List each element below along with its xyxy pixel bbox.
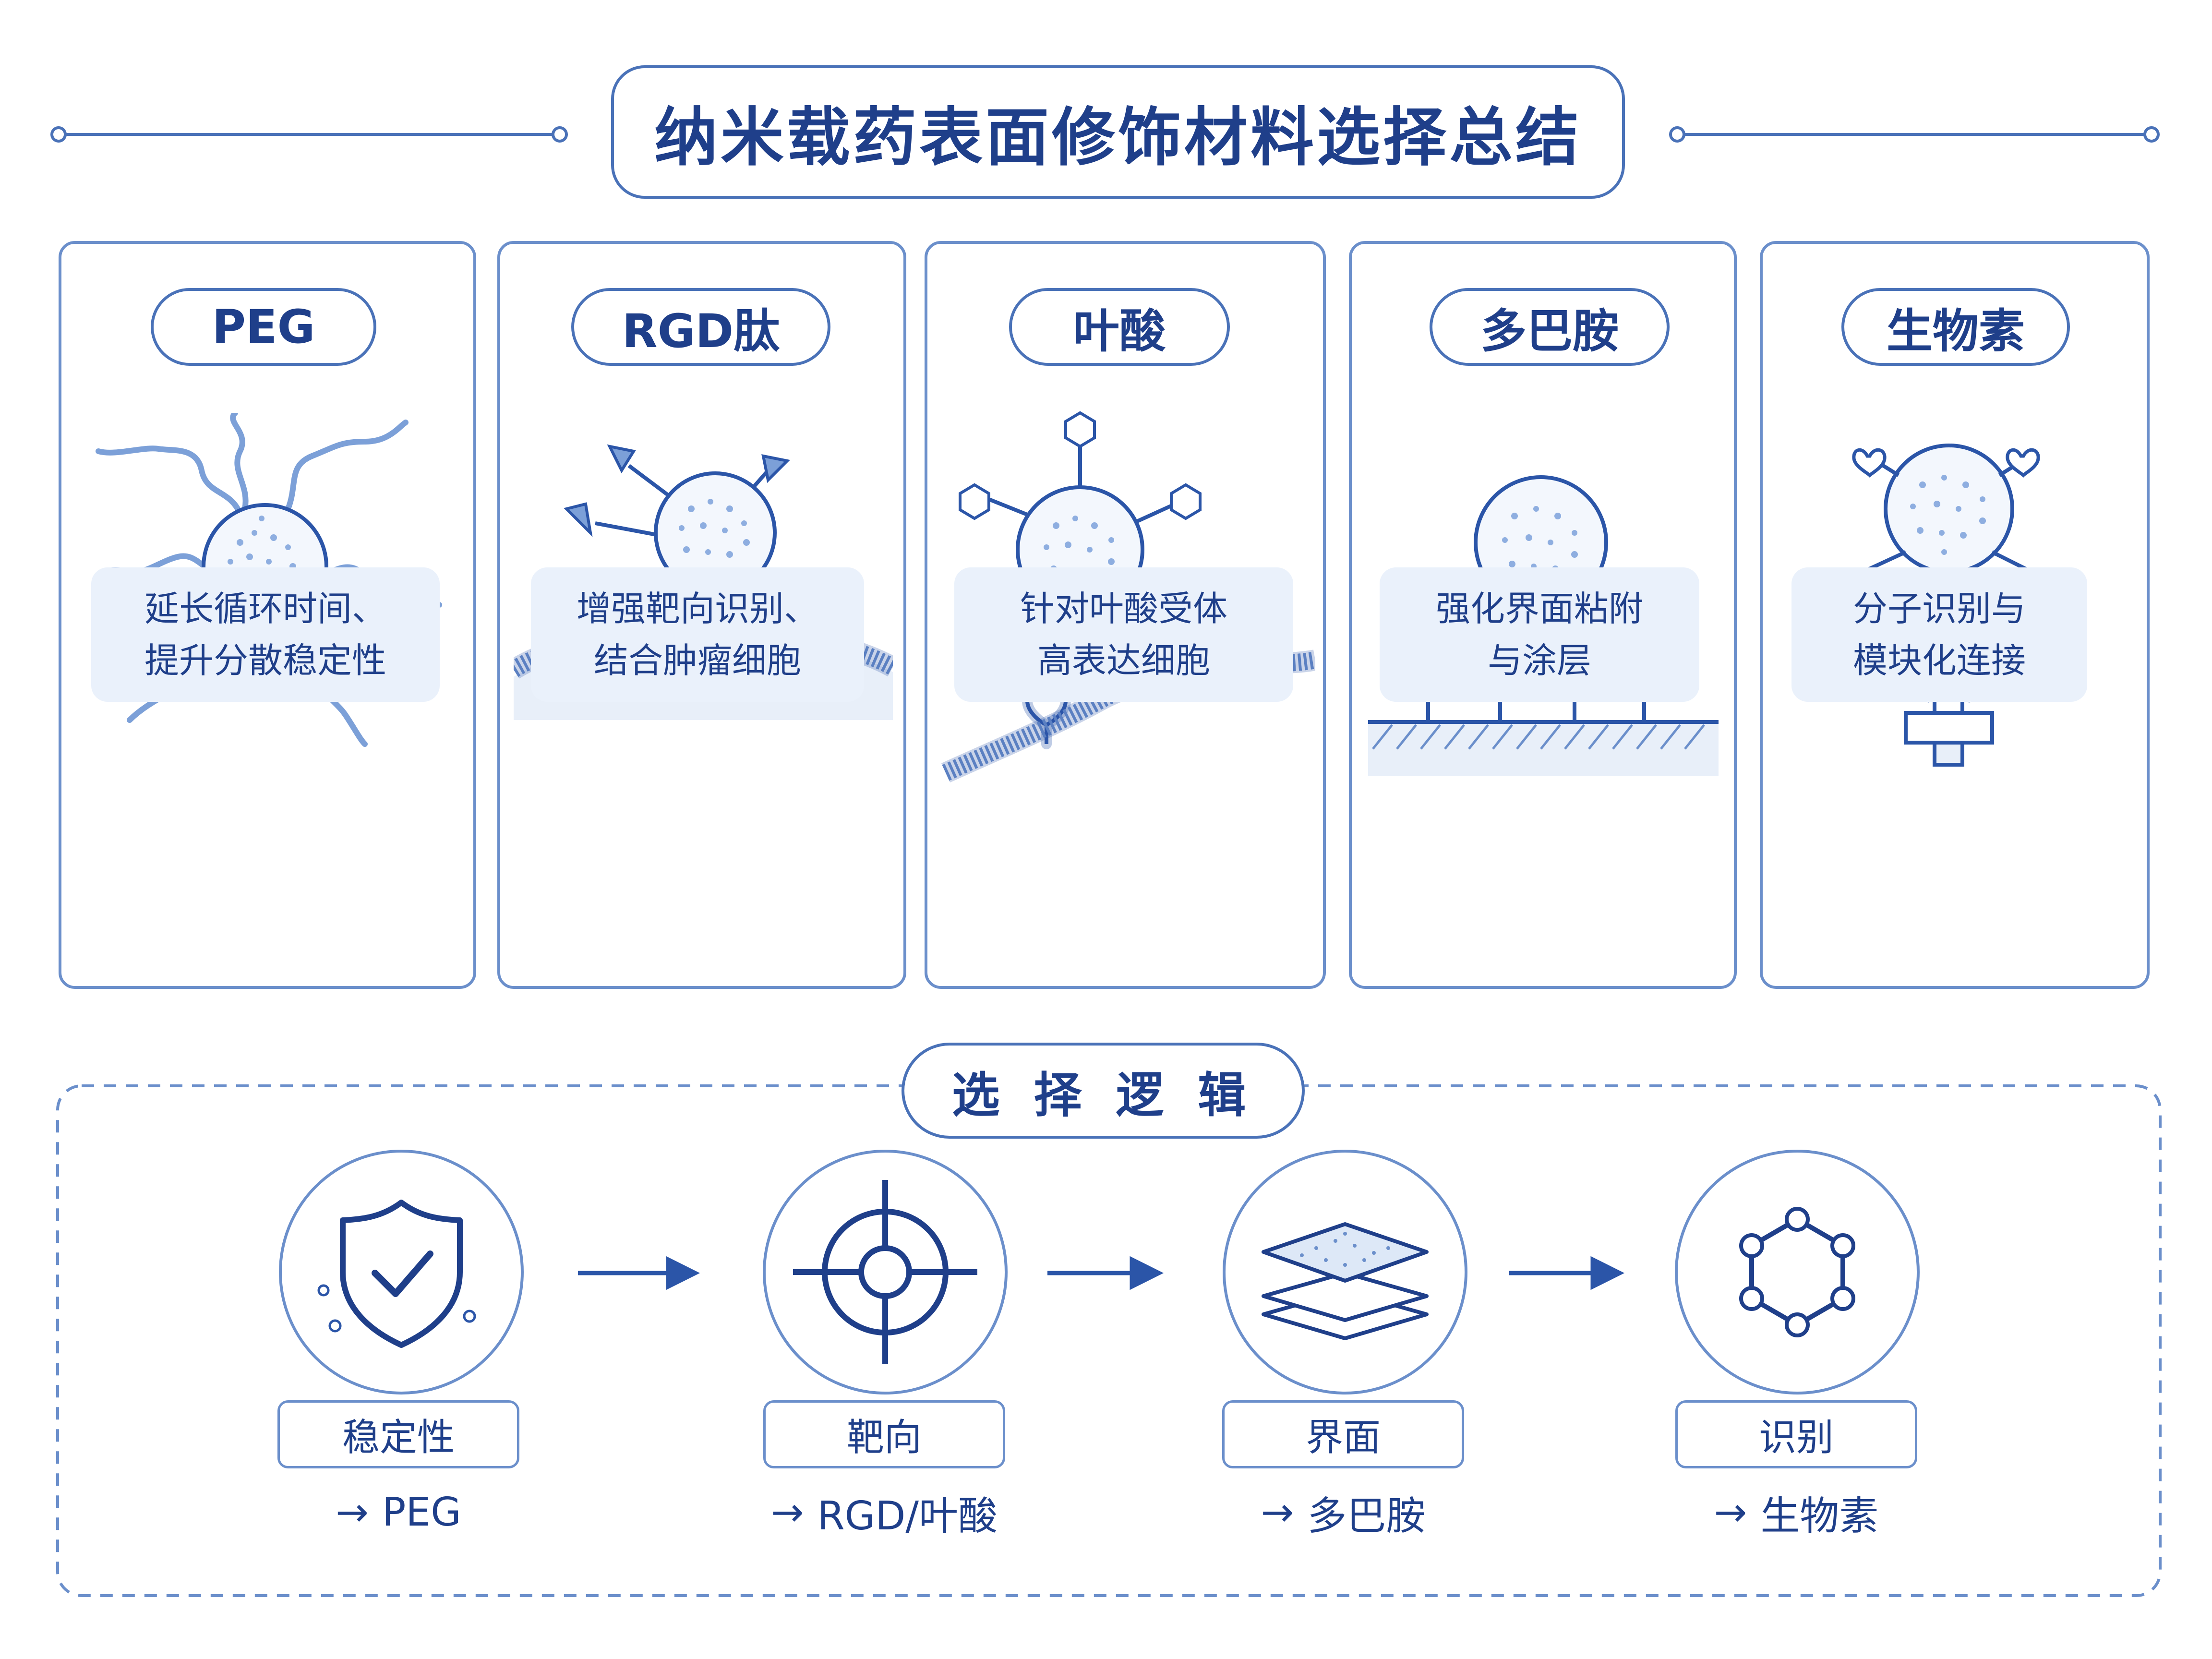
material-name-folate: 叶酸 [1009,288,1230,366]
step-label-recognition: 识别 [1675,1400,1917,1468]
material-desc-peg: 延长循环时间、 提升分散稳定性 [91,567,440,702]
material-desc-folate: 针对叶酸受体 高表达细胞 [954,567,1293,702]
desc-line: 增强靶向识别、 [576,589,818,629]
step-result-targeting: → RGD/叶酸 [739,1483,1029,1541]
title-right-line [1669,126,2160,143]
nanoparticle-sphere [654,471,777,594]
step-label-interface: 界面 [1222,1400,1464,1468]
desc-line: 提升分散稳定性 [144,640,386,681]
streptavidin-connector [1904,689,1994,767]
page-title: 纳米载药表面修饰材料选择总结 [654,100,1582,175]
step-label-stability: 稳定性 [277,1400,519,1468]
arrow-right-icon: → [336,1489,369,1535]
hexagon-network-icon [1675,1150,1920,1395]
desc-line: 延长循环时间、 [144,589,386,629]
desc-line: 与涂层 [1487,640,1591,681]
step-result-text: 多巴胺 [1307,1493,1426,1539]
step-result-text: 生物素 [1760,1493,1879,1539]
material-desc-dopamine: 强化界面粘附 与涂层 [1380,567,1699,702]
arrow-right-icon: → [1261,1489,1294,1535]
desc-line: 高表达细胞 [1037,640,1210,681]
shield-check-icon [279,1150,524,1395]
material-name-peg: PEG [151,288,376,366]
arrow-right-icon: → [770,1489,804,1535]
nanoparticle-sphere [1884,444,2014,574]
layers-icon [1223,1150,1467,1395]
step-label-targeting: 靶向 [763,1400,1005,1468]
material-name-dopamine: 多巴胺 [1430,288,1670,366]
desc-line: 模块化连接 [1852,640,2026,681]
substrate-surface [1368,720,1719,776]
material-desc-rgd: 增强靶向识别、 结合肿瘤细胞 [531,567,864,702]
step-result-text: PEG [382,1489,461,1535]
arrow-right-icon: → [1714,1489,1747,1535]
desc-line: 针对叶酸受体 [1020,589,1227,629]
desc-line: 分子识别与 [1852,589,2026,629]
crosshair-target-icon [763,1150,1008,1395]
material-name-rgd: RGD肽 [571,288,830,366]
desc-line: 结合肿瘤细胞 [593,640,801,681]
material-desc-biotin: 分子识别与 模块化连接 [1791,567,2087,702]
material-name-biotin: 生物素 [1841,288,2070,366]
title-left-line [50,126,568,143]
step-result-stability: → PEG [277,1483,519,1541]
step-result-interface: → 多巴胺 [1222,1483,1464,1541]
logic-heading: 选 择 逻 辑 [902,1043,1305,1139]
title-box: 纳米载药表面修饰材料选择总结 [611,65,1625,199]
desc-line: 强化界面粘附 [1435,589,1643,629]
step-result-recognition: → 生物素 [1675,1483,1917,1541]
step-result-text: RGD/叶酸 [817,1493,998,1539]
flow-arrows [578,1256,1625,1290]
dopamine-nanoparticle-illustration [1368,475,1719,776]
